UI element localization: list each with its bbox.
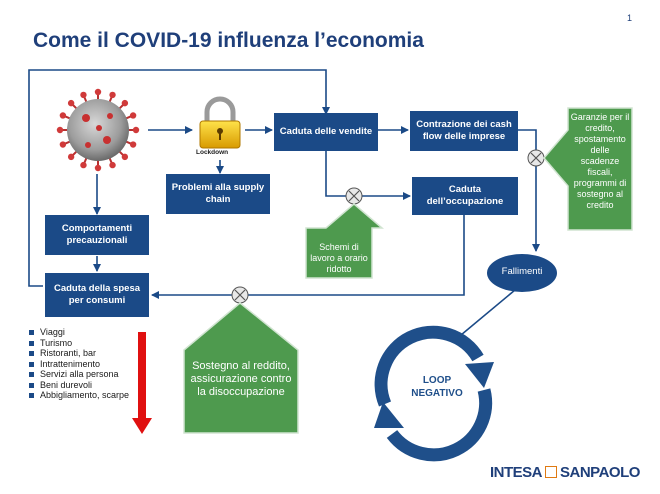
brand-left: INTESA: [490, 464, 543, 481]
slide-title: Come il COVID-19 influenza l’economia: [33, 29, 424, 52]
intervention-x-icon: [231, 286, 249, 304]
connector-vendite-occupazione: [325, 151, 411, 200]
policy-sostegno-text: Sostegno al reddito, assicurazione contr…: [190, 360, 292, 398]
coronavirus-image: [48, 86, 146, 172]
policy-schemi-text: Schemi di lavoro a orario ridotto: [310, 242, 368, 274]
connector-occupazione-spesa: [151, 215, 465, 299]
fallimenti-ellipse: [487, 254, 557, 292]
intervention-x-icon: [527, 149, 545, 167]
list-item: Turismo: [28, 338, 138, 349]
box-caduta-spesa: Caduta della spesa per consumi: [45, 273, 149, 317]
loop-arrowhead-icon: [465, 362, 494, 388]
policy-garanzie-text: Garanzie per il credito, spostamento del…: [570, 112, 630, 210]
brand-right: SANPAOLO: [560, 464, 640, 481]
consumption-list: Viaggi Turismo Ristoranti, bar Intratten…: [28, 327, 138, 401]
lockdown-label: Lockdown: [196, 149, 229, 156]
loop-negativo-label: LOOP NEGATIVO: [411, 375, 463, 399]
connector-cashflow-fallimenti: [518, 129, 540, 252]
list-item: Ristoranti, bar: [28, 348, 138, 359]
intervention-x-icon: [345, 187, 363, 205]
list-item: Abbigliamento, scarpe: [28, 390, 138, 401]
intesa-sanpaolo-logo: INTESA SANPAOLO: [490, 464, 640, 481]
page-number: 1: [627, 13, 633, 23]
lock-icon: [199, 96, 241, 149]
red-down-arrow: [132, 332, 152, 434]
list-item: Beni durevoli: [28, 380, 138, 391]
box-comportamenti-precauzionali: Comportamenti precauzionali: [45, 215, 149, 255]
loop-arrowhead-icon: [374, 402, 404, 428]
policy-arrow-sostegno: [183, 302, 299, 434]
connector-fallimenti-loop: [454, 289, 516, 341]
policy-arrow-schemi: [305, 203, 385, 279]
list-item: Intrattenimento: [28, 359, 138, 370]
connector-feedback-top: [28, 69, 330, 287]
box-caduta-vendite: Caduta delle vendite: [274, 113, 378, 151]
loop-circle-icon: [374, 325, 493, 462]
box-contrazione-cash-flow: Contrazione dei cash flow delle imprese: [410, 111, 518, 151]
fallimenti-label: Fallimenti: [501, 266, 543, 277]
list-item: Viaggi: [28, 327, 138, 338]
box-caduta-occupazione: Caduta dell’occupazione: [412, 177, 518, 215]
brand-mark-icon: [545, 466, 558, 478]
box-problemi-supply-chain: Problemi alla supply chain: [166, 174, 270, 214]
policy-arrow-garanzie: [543, 107, 633, 231]
list-item: Servizi alla persona: [28, 369, 138, 380]
